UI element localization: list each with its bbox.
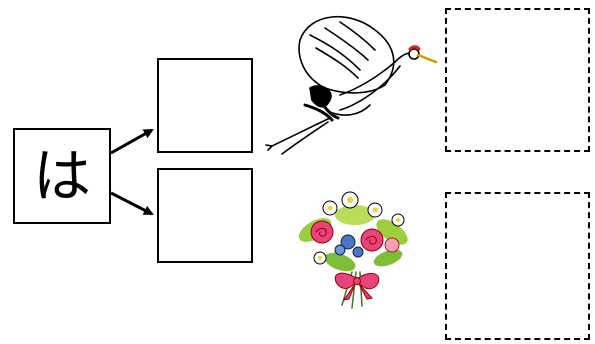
drawing-area-bottom[interactable] <box>445 192 590 340</box>
answer-box-bottom[interactable] <box>157 168 253 263</box>
arrow-down <box>110 191 154 216</box>
answer-box-top[interactable] <box>157 58 253 153</box>
drawing-area-top[interactable] <box>445 8 590 152</box>
kana-character: は <box>32 142 91 210</box>
arrow-up <box>110 128 154 155</box>
kana-card: は <box>13 128 111 224</box>
